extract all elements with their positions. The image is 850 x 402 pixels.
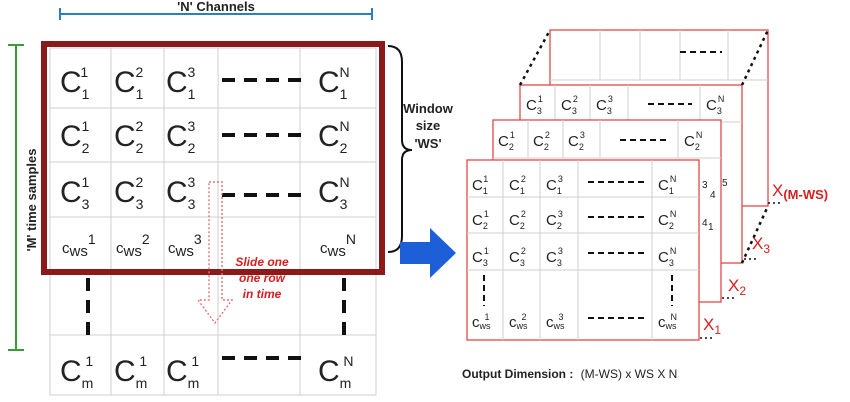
matrix-cell-r2-c3: C3N bbox=[318, 174, 350, 212]
matrix-cell-r1-c2: C23 bbox=[166, 118, 196, 156]
input-grid bbox=[49, 47, 377, 396]
x1-cell-r3-c1: cws2 bbox=[509, 312, 528, 331]
channels-bracket bbox=[59, 8, 373, 20]
x2-cell-3: C2N bbox=[684, 130, 702, 152]
matrix-cell-r1-c3: C2N bbox=[318, 118, 350, 156]
x1-cell-r0-c0: C11 bbox=[472, 174, 488, 196]
matrix-cell-r2-c0: C31 bbox=[60, 174, 90, 212]
x1-cell-r3-c2: cws3 bbox=[546, 312, 565, 331]
window-x1 bbox=[466, 159, 700, 341]
side-number-3: 4 bbox=[702, 218, 708, 229]
window-brace bbox=[387, 45, 413, 253]
input-matrix-cells: C11 C12 C13 C1N C21 C22 C23 C2N C31 C32 C33 C3N cws1… bbox=[60, 64, 356, 391]
window-size-line1: Window bbox=[403, 101, 454, 116]
label-x-m-ws: X(M-WS) bbox=[772, 181, 828, 202]
label-x1: X1 bbox=[703, 315, 721, 337]
time-samples-label: 'M' time samples bbox=[24, 149, 39, 252]
matrix-cell-r4-c1: Cm1 bbox=[114, 353, 147, 391]
x3-cell-2: C33 bbox=[596, 94, 613, 116]
channels-label: 'N' Channels bbox=[177, 0, 255, 14]
x1-cell-r3-c3: cwsN bbox=[658, 312, 677, 331]
matrix-cell-r3-c1: cws2 bbox=[116, 231, 150, 260]
x1-cell-r1-c0: C21 bbox=[472, 209, 489, 231]
label-x3: X3 bbox=[752, 234, 770, 256]
window-stack bbox=[466, 29, 780, 341]
x2-cell-2: C23 bbox=[568, 130, 585, 152]
row-dashes bbox=[86, 78, 346, 360]
slide-label-line3: in time bbox=[243, 287, 282, 301]
x2-cell-0: C21 bbox=[498, 130, 515, 152]
x3-cell-1: C32 bbox=[561, 94, 578, 116]
side-number-0: 3 bbox=[702, 180, 708, 191]
matrix-cell-r3-c2: cws3 bbox=[168, 231, 202, 260]
output-dimension: Output Dimension : (M-WS) x WS X N bbox=[462, 367, 677, 381]
x1-cell-r0-c3: C1N bbox=[658, 174, 676, 196]
side-number-1: 4 bbox=[710, 190, 716, 201]
matrix-cell-r0-c2: C13 bbox=[166, 64, 196, 102]
transform-arrow bbox=[400, 228, 456, 278]
x1-cell-r2-c3: C3N bbox=[658, 246, 676, 268]
matrix-cell-r3-c0: cws1 bbox=[62, 231, 96, 260]
matrix-cell-r0-c0: C11 bbox=[60, 64, 90, 102]
window-frame bbox=[41, 41, 385, 275]
window-size-line2: size bbox=[416, 118, 441, 133]
matrix-cell-r4-c0: Cm1 bbox=[60, 353, 93, 391]
matrix-cell-r2-c2: C33 bbox=[166, 174, 196, 212]
x1-cell-r1-c2: C23 bbox=[546, 209, 563, 231]
window-size-line3: 'WS' bbox=[414, 136, 441, 151]
slide-label-line2: one row bbox=[239, 271, 286, 285]
x3-cell-0: C31 bbox=[526, 94, 543, 116]
matrix-cell-r3-c3: cwsN bbox=[320, 231, 356, 260]
x3-cell-3: C3N bbox=[706, 94, 724, 116]
matrix-cell-r0-c1: C12 bbox=[114, 64, 144, 102]
x1-cell-r0-c1: C12 bbox=[509, 174, 526, 196]
x1-cell-r2-c2: C33 bbox=[546, 246, 563, 268]
window-labels: X(M-WS) X3 X2 X1 bbox=[703, 181, 828, 337]
x1-cell-r1-c1: C22 bbox=[509, 209, 526, 231]
matrix-cell-r2-c1: C32 bbox=[114, 174, 144, 212]
side-number-2: 5 bbox=[722, 178, 728, 189]
x1-cell-r2-c0: C31 bbox=[472, 246, 489, 268]
x1-cell-r2-c1: C32 bbox=[509, 246, 526, 268]
slide-label-line1: Slide one bbox=[235, 255, 289, 269]
side-number-4: 1 bbox=[708, 222, 714, 233]
x1-cell-r3-c0: cws1 bbox=[472, 312, 491, 331]
x1-cell-r0-c2: C13 bbox=[546, 174, 563, 196]
matrix-cell-r1-c0: C21 bbox=[60, 118, 90, 156]
matrix-cell-r0-c3: C1N bbox=[318, 64, 350, 102]
matrix-cell-r4-c3: CmN bbox=[318, 353, 353, 391]
time-samples-bracket bbox=[8, 44, 24, 351]
x2-cell-1: C22 bbox=[533, 130, 550, 152]
matrix-cell-r4-c2: Cm1 bbox=[166, 353, 199, 391]
x1-cell-r1-c3: C2N bbox=[658, 209, 676, 231]
slide-arrow bbox=[196, 181, 234, 325]
matrix-cell-r1-c1: C22 bbox=[114, 118, 144, 156]
label-x2: X2 bbox=[728, 276, 746, 298]
